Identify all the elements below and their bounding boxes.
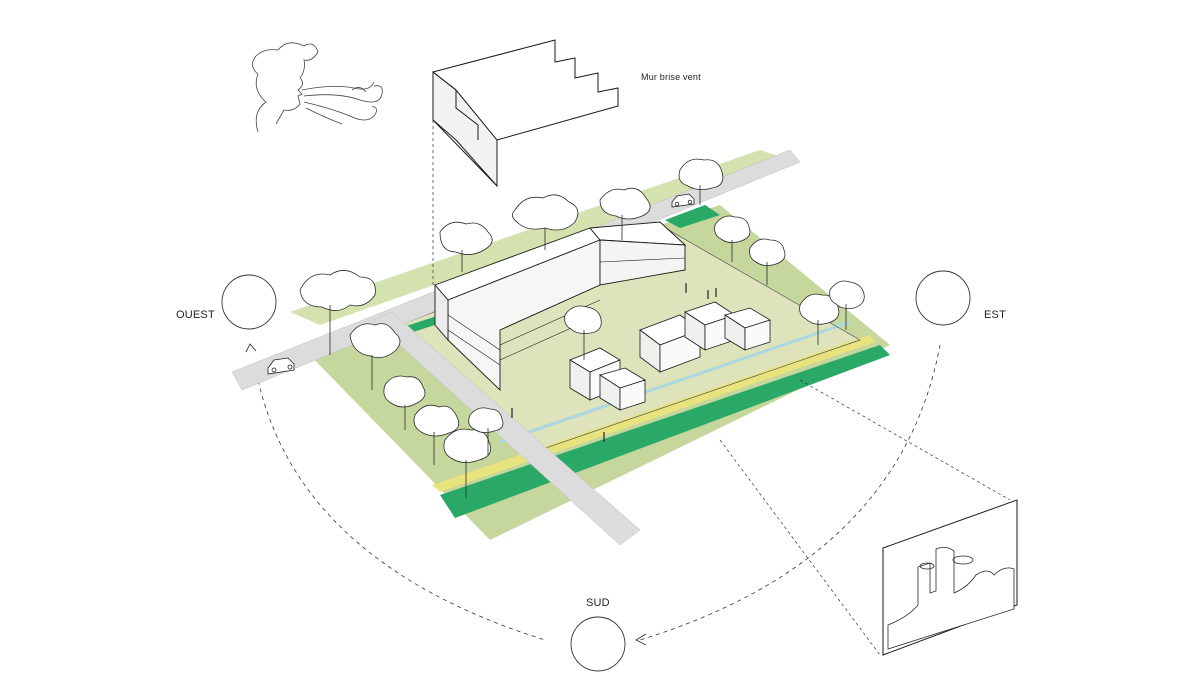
car-icon (267, 357, 295, 375)
windbreak-wall-icon (432, 39, 619, 188)
house-4 (724, 307, 771, 351)
east-circle (915, 270, 971, 326)
west-circle (221, 274, 277, 330)
tree-icon (349, 323, 401, 390)
car-icon (671, 193, 695, 208)
tree-icon (439, 221, 493, 272)
tree-icon (512, 194, 579, 250)
wind-face-icon (252, 42, 383, 133)
leader-lines (432, 120, 1011, 656)
tree-icon (443, 428, 492, 498)
sun-path-arrow-icon (254, 344, 941, 641)
tree-icon (799, 293, 840, 345)
tree-icon (299, 270, 376, 355)
tree-icon (468, 407, 504, 455)
tree-icon (383, 375, 426, 430)
main-building (434, 221, 687, 392)
sun-path-arrowheads (245, 343, 647, 646)
west-label: OUEST (176, 309, 215, 321)
tree-icon (413, 404, 460, 465)
houses (569, 301, 771, 411)
wind-wall-label: Mur brise vent (641, 72, 701, 82)
tree-icon (829, 280, 865, 330)
tree-icon (678, 158, 724, 205)
tree-icon (749, 238, 786, 285)
south-label: SUD (586, 597, 610, 609)
person-icon (511, 283, 717, 442)
tree-icon (564, 305, 602, 360)
trees (299, 158, 865, 498)
tree-icon (599, 187, 651, 240)
house-5 (599, 367, 646, 411)
castle-view-icon (882, 499, 1018, 656)
east-label: EST (984, 309, 1006, 321)
south-circle (570, 616, 626, 672)
tree-icon (714, 215, 751, 262)
